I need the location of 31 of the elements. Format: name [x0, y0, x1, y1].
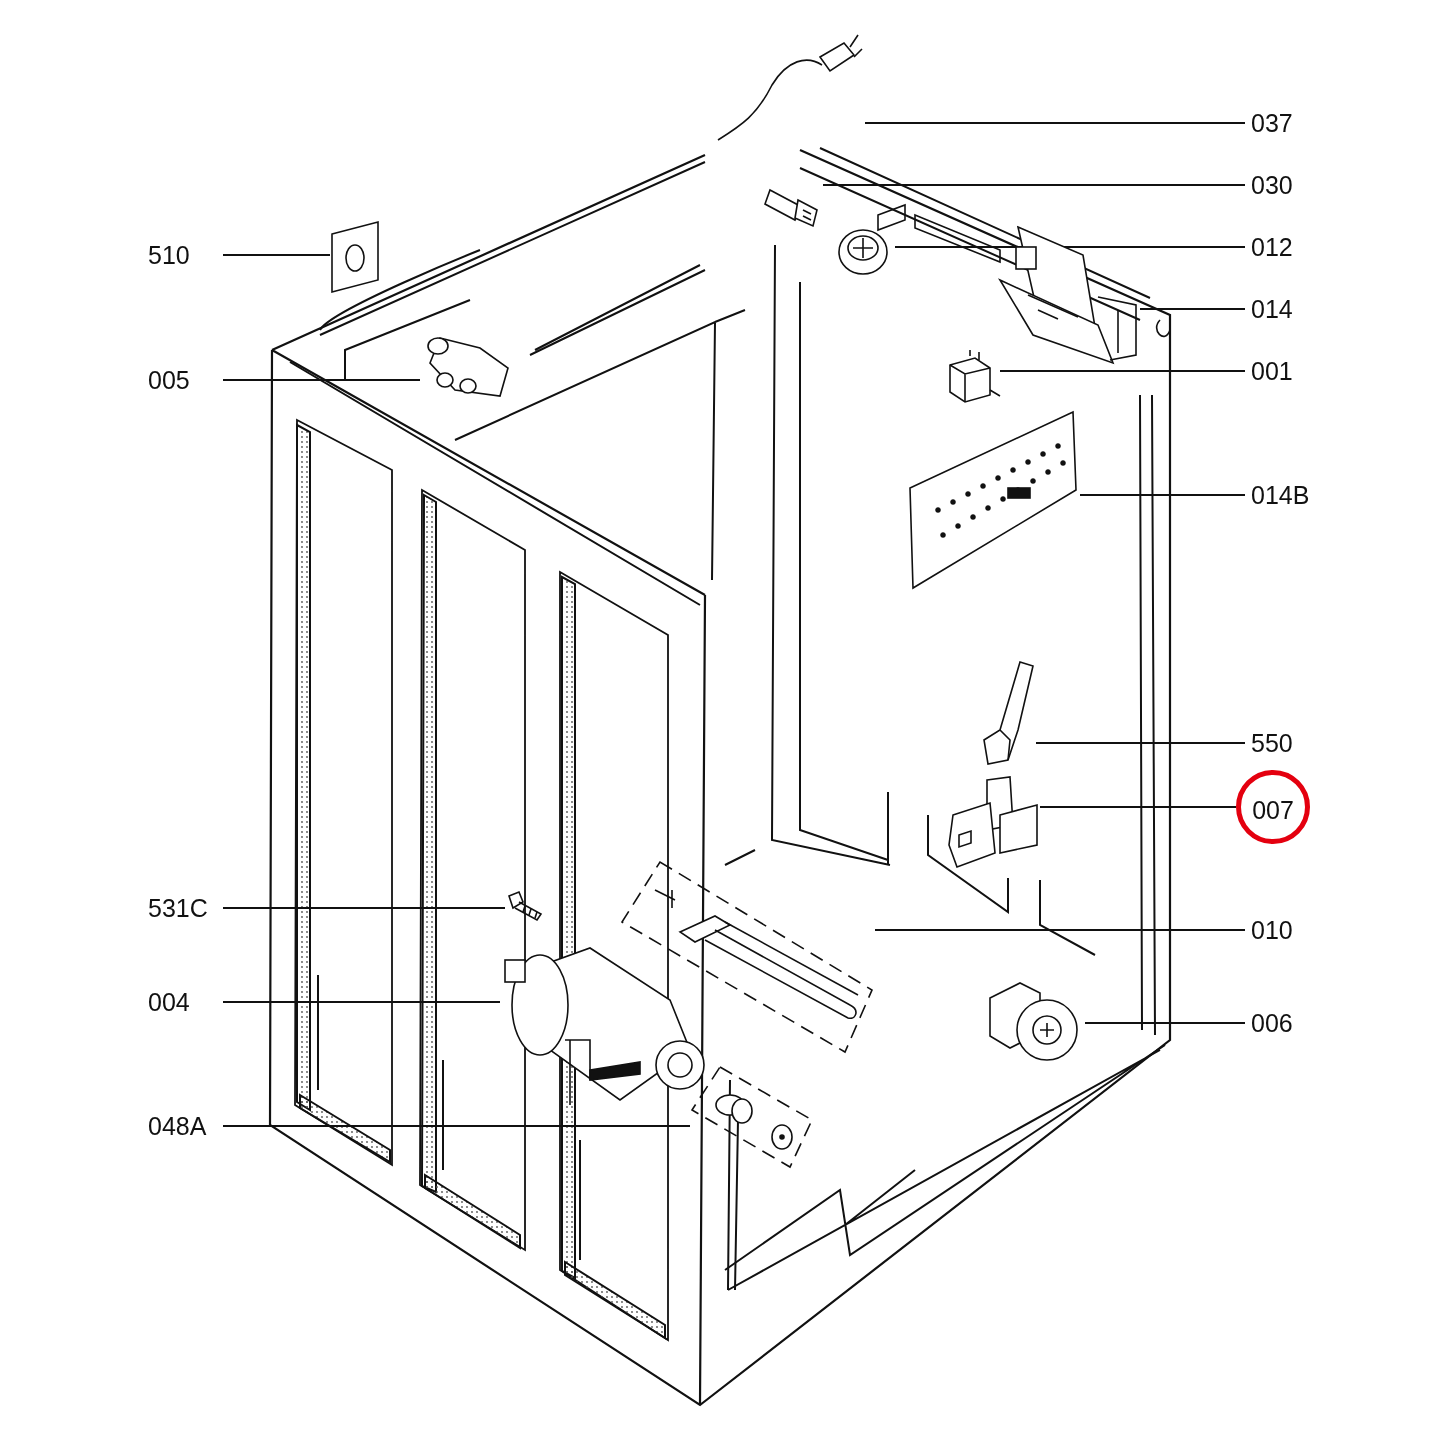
leader-line — [874, 929, 1246, 931]
leader-line — [864, 122, 1246, 124]
leader-line — [222, 1001, 501, 1003]
callout-number: 550 — [1251, 729, 1293, 757]
callout-number: 001 — [1251, 357, 1293, 385]
callout-number: 014 — [1251, 295, 1293, 323]
highlight-circle — [1236, 770, 1310, 844]
callout-number: 037 — [1251, 109, 1293, 137]
leader-line — [822, 184, 1246, 186]
callout-number: 005 — [148, 366, 190, 394]
leader-line — [1079, 494, 1246, 496]
callout-number: 030 — [1251, 171, 1293, 199]
leader-line — [1139, 308, 1246, 310]
leader-line — [894, 246, 1246, 248]
callout-number: 007 — [1252, 796, 1294, 824]
callout-number: 014B — [1251, 481, 1310, 509]
leader-line — [1039, 806, 1237, 808]
callout-number: 531C — [148, 894, 208, 922]
callout-number: 012 — [1251, 233, 1293, 261]
leader-line — [1035, 742, 1246, 744]
leader-line — [999, 370, 1246, 372]
callout-number: 006 — [1251, 1009, 1293, 1037]
callout-number: 048A — [148, 1112, 207, 1140]
callout-number: 004 — [148, 988, 190, 1016]
leader-line — [222, 379, 421, 381]
leader-line — [222, 907, 506, 909]
leader-line — [1084, 1022, 1246, 1024]
leader-line — [222, 254, 331, 256]
leader-line — [222, 1125, 691, 1127]
callout-number: 010 — [1251, 916, 1293, 944]
callout-number: 510 — [148, 241, 190, 269]
